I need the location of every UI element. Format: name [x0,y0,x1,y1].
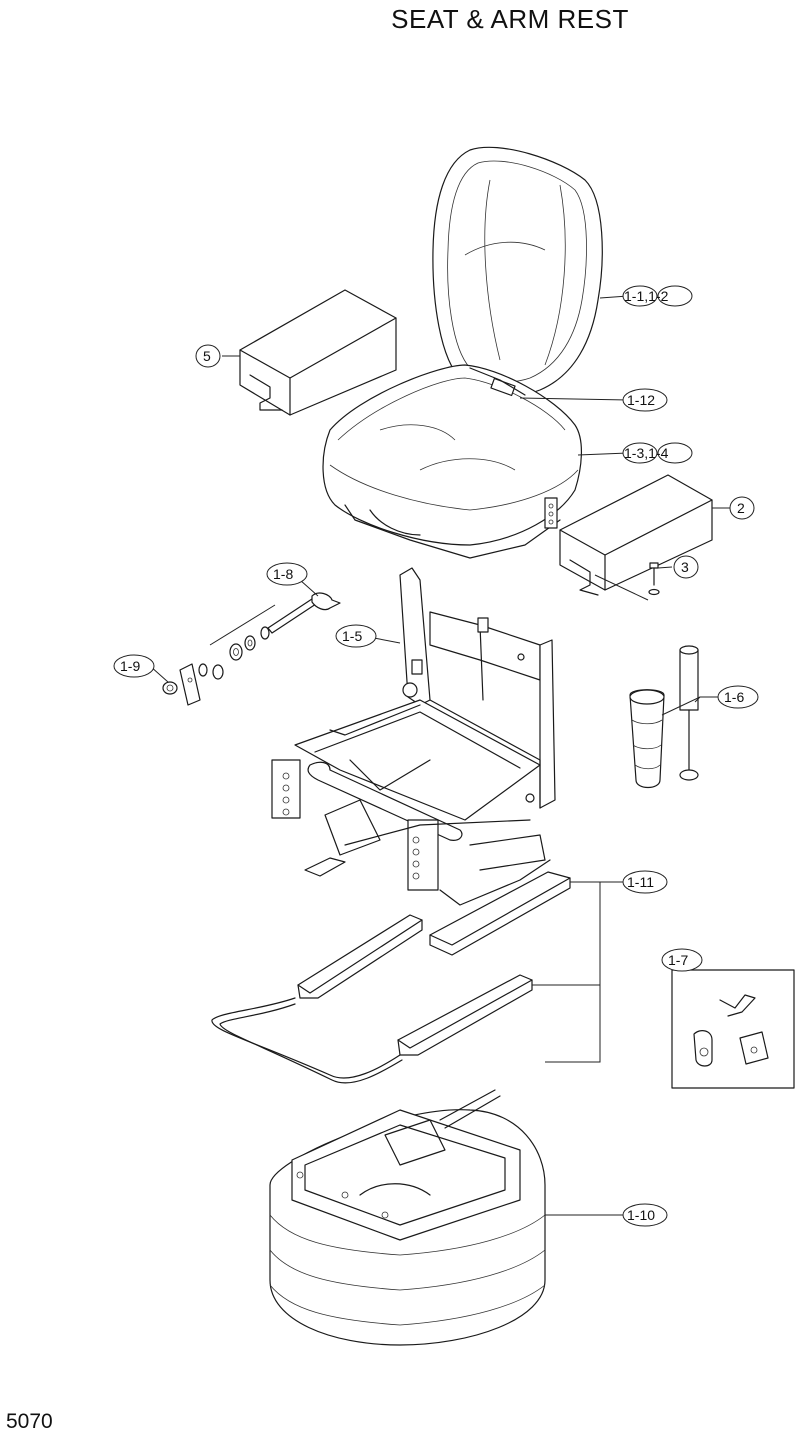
bolt-pin [267,579,341,634]
suspension-bellows [269,1089,546,1346]
arm-rest-left [239,289,397,416]
callout-1-3-1-4: 1-3,1-4 [622,442,693,464]
callout-label: 1-6 [724,689,744,705]
callout-1-6: 1-6 [717,685,759,709]
washer-set [198,604,276,680]
seat-backrest [432,146,603,395]
page-number: 5070 [6,1410,53,1433]
slide-rails [211,871,571,1084]
callout-1-12: 1-12 [622,388,668,412]
callout-label: 1-10 [627,1207,655,1223]
callout-label: 1-12 [627,392,655,408]
bracket-with-nut [162,663,201,706]
callout-2: 2 [729,496,755,520]
callout-3: 3 [673,555,699,579]
callout-label: 2 [737,500,745,516]
callout-1-7: 1-7 [661,948,703,972]
callout-label: 1-3,1-4 [624,445,669,461]
callout-label: 5 [203,348,211,364]
callout-1-11: 1-11 [622,870,668,894]
callout-5: 5 [195,344,221,368]
callout-label: 1-7 [668,952,688,968]
diagram-title: SEAT & ARM REST [391,4,629,34]
callout-label: 3 [681,559,689,575]
callout-1-1-1-2: 1-1,1-2 [622,285,693,307]
callout-1-8: 1-8 [266,562,308,586]
screw-and-washer [594,562,660,601]
seat-cushion [322,364,583,559]
arm-rest-right [559,474,713,596]
callout-label: 1-8 [273,566,293,582]
callout-label: 1-11 [627,874,654,890]
small-parts-kit [671,969,795,1089]
callout-label: 1-1,1-2 [624,288,669,304]
seat-belt-buckle [469,367,526,397]
suspension-cylinders [629,645,699,789]
callout-1-10: 1-10 [622,1203,668,1227]
seat-frame [271,567,556,906]
callout-label: 1-9 [120,658,140,674]
callout-1-9: 1-9 [113,654,155,678]
callout-1-5: 1-5 [335,624,377,648]
callout-label: 1-5 [342,628,362,644]
